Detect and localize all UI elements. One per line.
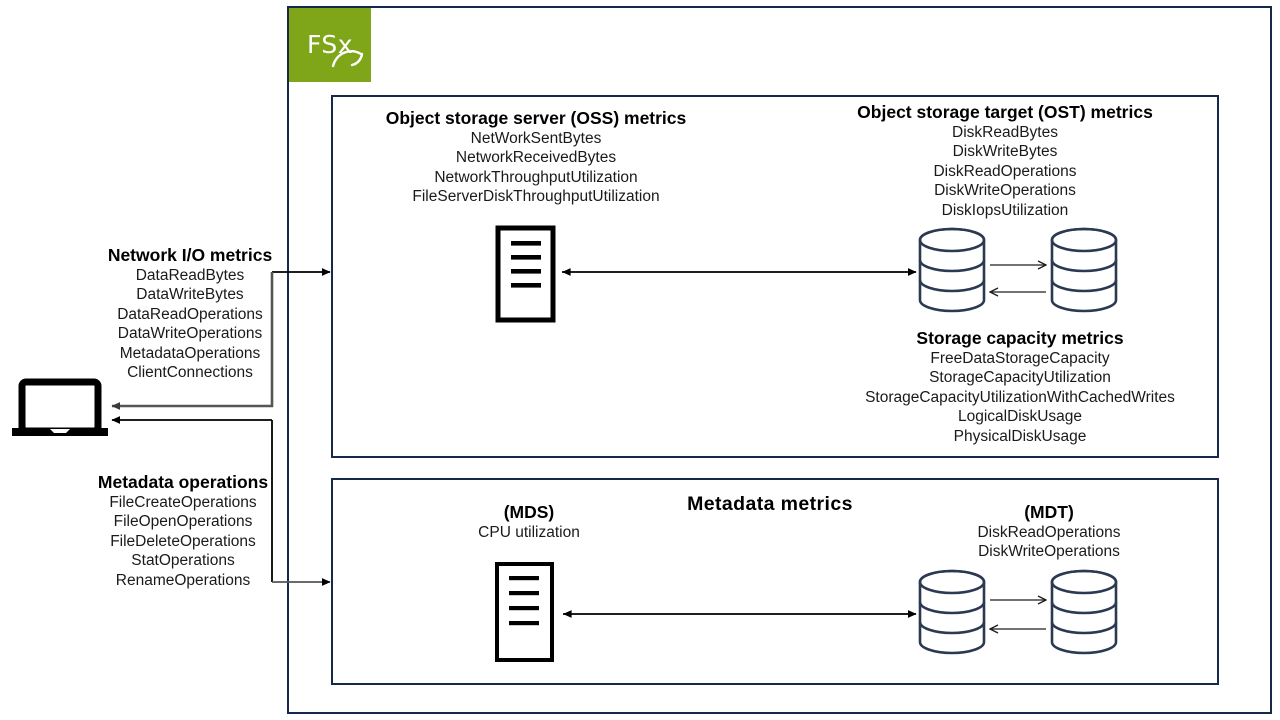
metadata-operations-item: FileDeleteOperations <box>110 532 256 550</box>
storage-capacity-block: Storage capacity metrics FreeDataStorage… <box>855 328 1185 446</box>
metadata-metrics-title: Metadata metrics <box>687 493 853 515</box>
oss-heading: Object storage server (OSS) metrics <box>385 108 687 128</box>
oss-metric-item: NetWorkSentBytes <box>470 130 602 147</box>
mds-metric-item: CPU utilization <box>478 524 580 541</box>
fsx-swoosh-icon <box>331 50 364 68</box>
mdt-heading: (MDT) <box>1024 502 1074 522</box>
capacity-heading: Storage capacity metrics <box>916 328 1124 348</box>
oss-metric-item: NetworkThroughputUtilization <box>434 168 638 186</box>
mdt-block: (MDT) DiskReadOperations DiskWriteOperat… <box>930 502 1168 562</box>
ost-metric-item: DiskReadOperations <box>933 162 1077 180</box>
network-io-item: MetadataOperations <box>119 344 261 362</box>
ost-metric-item: DiskWriteOperations <box>934 182 1076 200</box>
network-io-item: DataReadBytes <box>135 267 245 284</box>
network-io-heading: Network I/O metrics <box>107 245 273 265</box>
capacity-metric-item: LogicalDiskUsage <box>957 408 1083 426</box>
ost-metric-item: DiskWriteBytes <box>952 143 1058 161</box>
metadata-operations-item: FileOpenOperations <box>113 513 253 531</box>
capacity-metric-item: StorageCapacityUtilizationWithCachedWrit… <box>865 388 1175 406</box>
laptop-icon <box>12 378 108 436</box>
metadata-operations-item: FileCreateOperations <box>109 494 257 511</box>
metadata-operations-item: RenameOperations <box>115 571 251 589</box>
metadata-metrics-title-block: Metadata metrics <box>620 494 920 515</box>
network-io-item: ClientConnections <box>127 364 253 382</box>
fsx-logo-tile: FSx <box>289 8 371 82</box>
ost-heading: Object storage target (OST) metrics <box>857 102 1153 122</box>
capacity-metric-item: PhysicalDiskUsage <box>953 427 1087 445</box>
ost-metric-item: DiskReadBytes <box>952 124 1058 141</box>
ost-metric-item: DiskIopsUtilization <box>941 201 1069 219</box>
metadata-operations-heading: Metadata operations <box>97 472 269 492</box>
ost-metrics-block: Object storage target (OST) metrics Disk… <box>845 102 1165 220</box>
mdt-metric-item: DiskReadOperations <box>977 524 1121 541</box>
oss-metric-item: FileServerDiskThroughputUtilization <box>412 188 660 206</box>
network-io-item: DataWriteBytes <box>136 286 244 304</box>
capacity-metric-item: FreeDataStorageCapacity <box>930 350 1110 367</box>
mds-block: (MDS) CPU utilization <box>466 502 592 542</box>
capacity-metric-item: StorageCapacityUtilization <box>929 369 1111 387</box>
oss-metrics-block: Object storage server (OSS) metrics NetW… <box>378 108 694 207</box>
oss-metric-item: NetworkReceivedBytes <box>455 149 617 167</box>
network-io-item: DataWriteOperations <box>117 325 263 343</box>
metadata-operations-item: StatOperations <box>131 552 235 570</box>
mds-heading: (MDS) <box>503 502 555 522</box>
mdt-metric-item: DiskWriteOperations <box>978 543 1120 561</box>
network-io-metrics-block: Network I/O metrics DataReadBytes DataWr… <box>80 245 300 382</box>
metadata-operations-block: Metadata operations FileCreateOperations… <box>72 472 294 590</box>
network-io-item: DataReadOperations <box>117 305 263 323</box>
